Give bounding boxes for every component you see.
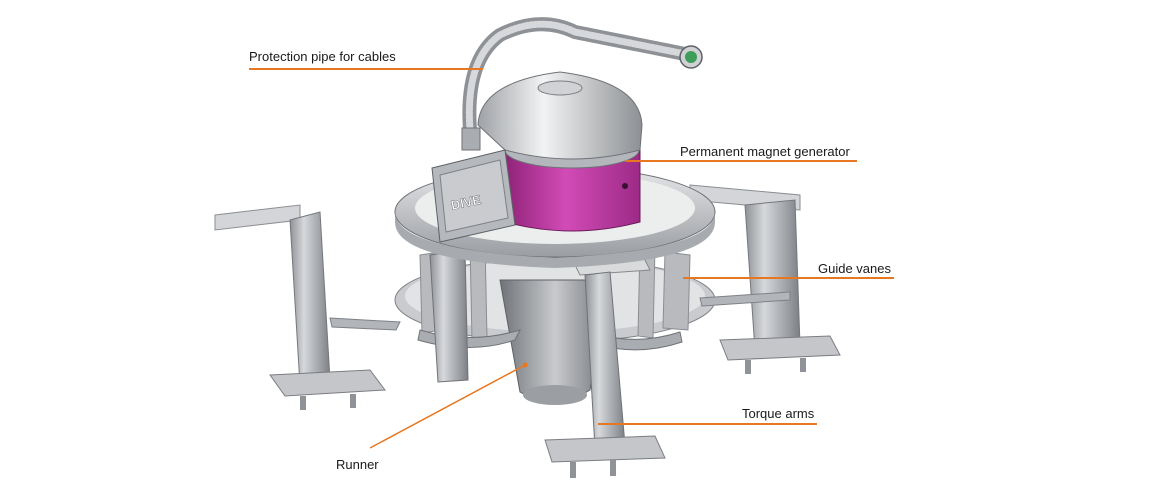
generator-dome: [477, 71, 643, 160]
junction-box: DIVE: [431, 149, 516, 243]
leader-line-runner: [369, 362, 528, 449]
label-guide-vanes: Guide vanes: [818, 261, 891, 276]
leader-line-torque-arms: [598, 423, 817, 425]
protection-pipe: [461, 17, 703, 151]
label-generator: Permanent magnet generator: [680, 144, 850, 159]
label-protection-pipe: Protection pipe for cables: [249, 49, 396, 64]
leader-line-generator: [625, 160, 857, 162]
leader-line-guide-vanes: [683, 277, 894, 279]
leader-line-protection-pipe: [249, 68, 483, 70]
dive-logo-text: DIVE: [450, 192, 483, 213]
label-torque-arms: Torque arms: [742, 406, 815, 421]
torque-arm-left: [214, 204, 386, 410]
label-runner: Runner: [336, 457, 379, 472]
